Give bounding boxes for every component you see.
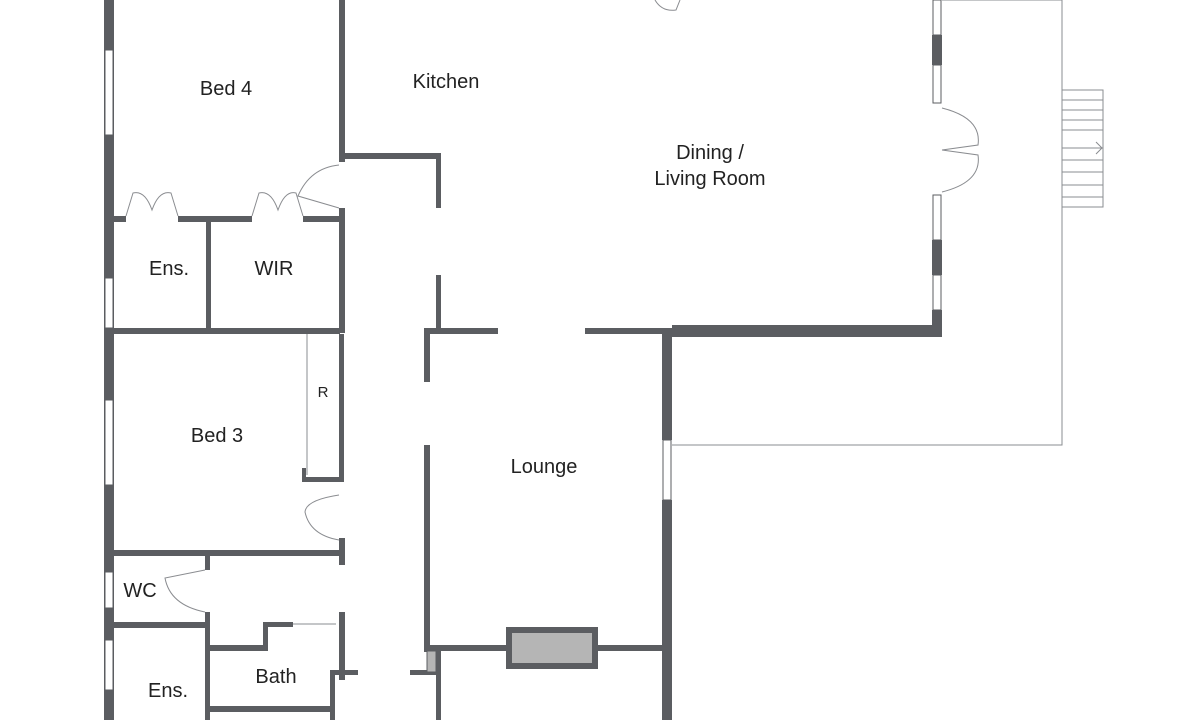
stairs-icon: [1061, 89, 1104, 208]
deck-outline: [672, 0, 1063, 446]
room-label-kitchen: Kitchen: [413, 71, 480, 93]
walls: [104, 0, 942, 720]
room-label-ensuite-lower: Ens.: [148, 680, 188, 702]
room-label-ensuite-upper: Ens.: [149, 258, 189, 280]
doors: [125, 0, 979, 613]
room-label-lounge: Lounge: [511, 456, 578, 478]
room-label-bed3: Bed 3: [191, 425, 243, 447]
room-label-dining-2: Living Room: [654, 168, 765, 190]
room-label-bath: Bath: [255, 666, 296, 688]
room-label-dining-1: Dining /: [676, 142, 744, 164]
room-label-wc: WC: [123, 580, 156, 602]
room-label-robe: R: [318, 384, 329, 401]
room-label-wir: WIR: [255, 258, 294, 280]
room-label-bed4: Bed 4: [200, 78, 252, 100]
room-labels: Bed 4 Kitchen Dining / Living Room Ens. …: [123, 71, 765, 702]
windows: [104, 0, 942, 691]
fireplace: [426, 627, 598, 673]
